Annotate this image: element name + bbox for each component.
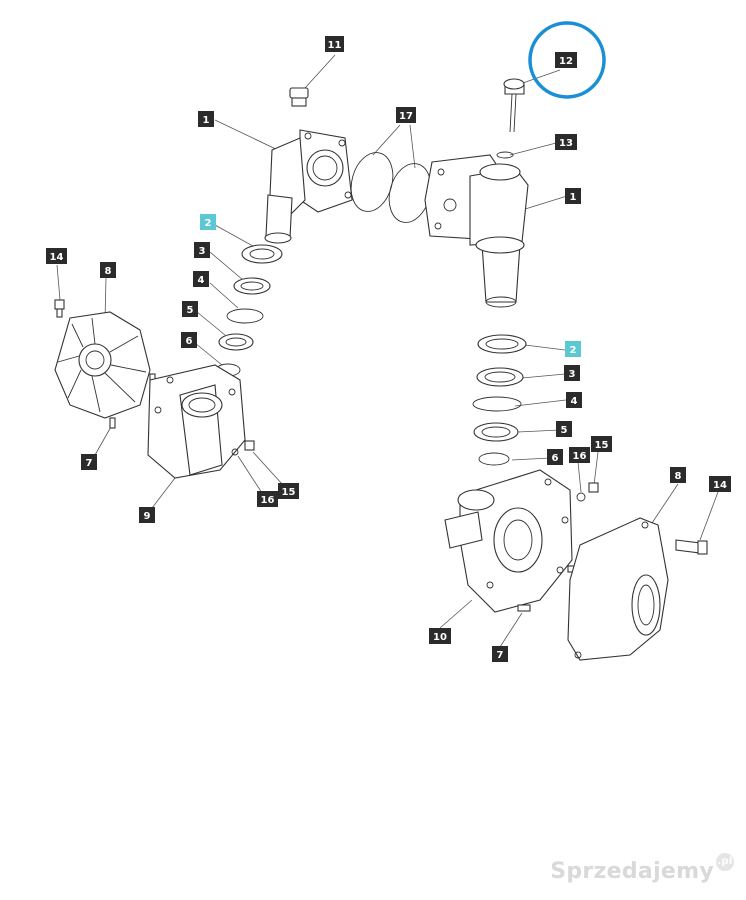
callout-label: 4 — [198, 275, 205, 286]
callout-labels: 11 12 17 1 13 1 2 3 4 5 6 14 8 7 9 16 15… — [46, 36, 731, 662]
watermark-suffix: .pl — [716, 853, 734, 871]
callout-label: 16 — [261, 495, 275, 506]
callout-label: 8 — [675, 471, 682, 482]
callout-box: 5 — [182, 301, 198, 317]
callout-label: 2 — [570, 345, 577, 356]
callout-label: 13 — [559, 138, 573, 149]
callout-box: 12 — [555, 52, 577, 68]
dipstick-plug-12 — [503, 78, 525, 133]
bolt-14-right — [675, 539, 708, 555]
callout-box: 14 — [709, 476, 731, 492]
callout-box: 1 — [565, 188, 581, 204]
callout-box: 11 — [325, 36, 344, 52]
callout-box: 1 — [198, 111, 214, 127]
callout-label: 3 — [569, 369, 576, 380]
callout-label: 4 — [571, 396, 578, 407]
gearbox-housing-10 — [444, 469, 573, 613]
callout-label: 7 — [497, 650, 504, 661]
callout-box: 7 — [81, 454, 97, 470]
bevel-housing-right — [424, 154, 529, 308]
washer-bolt-15-16-right — [576, 482, 599, 502]
callout-box: 4 — [193, 271, 209, 287]
callout-label: 14 — [50, 252, 64, 263]
callout-box: 8 — [100, 262, 116, 278]
gearbox-housing-9 — [147, 364, 246, 479]
callout-label: 16 — [573, 451, 587, 462]
callout-label: 11 — [328, 40, 342, 51]
callout-label: 10 — [433, 632, 447, 643]
cap-bolt-11 — [289, 87, 309, 107]
callout-label: 3 — [199, 246, 206, 257]
callout-box: 15 — [591, 436, 612, 452]
callout-box: 6 — [547, 449, 563, 465]
callout-label: 7 — [86, 458, 93, 469]
callout-label: 5 — [561, 425, 568, 436]
callout-box: 9 — [139, 507, 155, 523]
callout-label: 12 — [559, 56, 573, 67]
callout-label: 14 — [713, 480, 727, 491]
bevel-housing-left — [264, 129, 353, 244]
callout-label: 15 — [595, 440, 609, 451]
bearing-stack-right — [472, 334, 527, 466]
callout-label: 2 — [205, 218, 212, 229]
callout-box: 16 — [569, 447, 590, 463]
octagonal-cover-left — [54, 311, 151, 419]
callout-box: 3 — [194, 242, 210, 258]
callout-box: 6 — [181, 332, 197, 348]
bearing-stack-left — [215, 244, 283, 377]
callout-label: 9 — [144, 511, 151, 522]
callout-label: 1 — [203, 115, 210, 126]
callout-label: 8 — [105, 266, 112, 277]
callout-box: 8 — [670, 467, 686, 483]
callout-box: 15 — [278, 483, 299, 499]
washer-bolt-15-16-left — [231, 440, 255, 456]
bolt-14-left — [54, 299, 65, 318]
callout-box: 13 — [555, 134, 577, 150]
highlight-circle — [528, 21, 606, 99]
seal-washer-13 — [496, 151, 514, 159]
right-assembly — [424, 78, 708, 661]
callout-box: 4 — [566, 392, 582, 408]
callout-box: 3 — [564, 365, 580, 381]
watermark: Sprzedajemy.pl — [550, 853, 734, 884]
callout-box: 16 — [257, 491, 278, 507]
callout-box: 5 — [556, 421, 572, 437]
callout-box: 2 — [200, 214, 216, 230]
callout-box: 2 — [565, 341, 581, 357]
callout-box: 17 — [396, 107, 416, 123]
callout-label: 6 — [186, 336, 193, 347]
callout-label: 5 — [187, 305, 194, 316]
callout-box: 14 — [46, 248, 67, 264]
callout-label: 15 — [282, 487, 296, 498]
callout-label: 17 — [399, 111, 413, 122]
o-rings-17 — [350, 152, 432, 223]
bell-cover-right — [567, 517, 669, 661]
callout-label: 1 — [570, 192, 577, 203]
callout-box: 10 — [429, 628, 451, 644]
callout-box: 7 — [492, 646, 508, 662]
watermark-text: Sprzedajemy — [550, 859, 714, 884]
left-assembly — [54, 87, 432, 479]
callout-label: 6 — [552, 453, 559, 464]
